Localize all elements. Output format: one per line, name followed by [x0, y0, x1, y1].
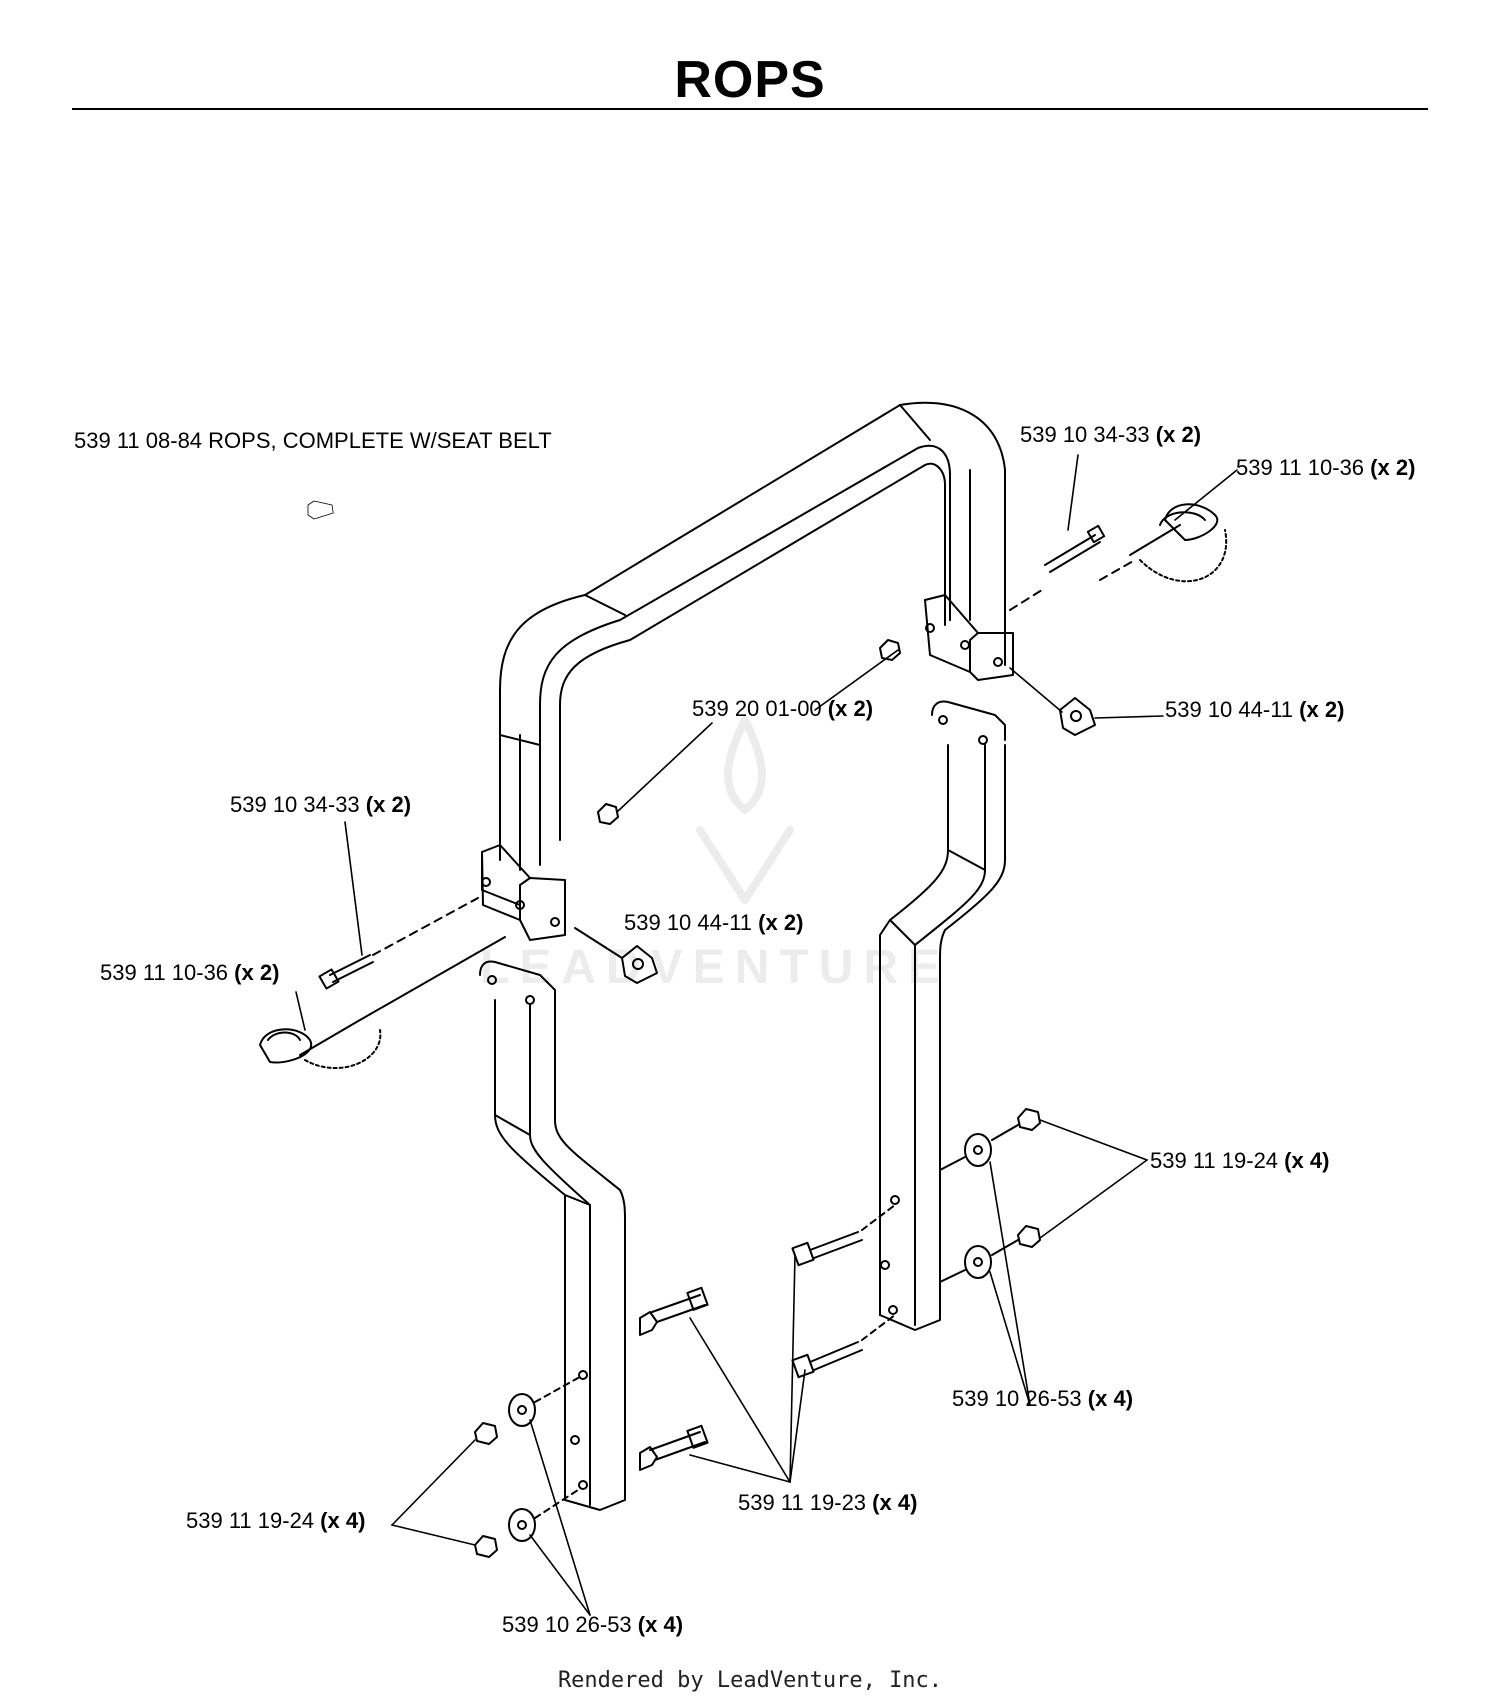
part-qty: (x 4) — [872, 1490, 918, 1515]
part-number: 539 11 19-24 — [186, 1508, 315, 1533]
callout-539-10-26-53-right: 539 10 26-53 (x 4) — [952, 1386, 1133, 1412]
part-qty: (x 4) — [1284, 1148, 1330, 1173]
upper-left-lynch-pin — [259, 936, 506, 1070]
lower-right-nut-top — [991, 1108, 1041, 1141]
part-number: 539 20 01-00 — [692, 696, 822, 721]
lower-left-washer-bottom — [508, 1489, 579, 1542]
part-qty: (x 2) — [234, 960, 280, 985]
callout-539-11-19-23: 539 11 19-23 (x 4) — [738, 1490, 917, 1516]
lower-left-washer-top — [508, 1377, 579, 1427]
rops-left-lower-leg — [479, 960, 626, 1511]
callout-539-11-10-36-left: 539 11 10-36 (x 2) — [100, 960, 279, 986]
part-qty: (x 2) — [1370, 455, 1416, 480]
callout-539-20-01-00: 539 20 01-00 (x 2) — [692, 696, 873, 722]
callout-539-11-19-24-right: 539 11 19-24 (x 4) — [1150, 1148, 1329, 1174]
lower-left-bolt-bottom — [639, 1424, 709, 1471]
part-qty: (x 4) — [320, 1508, 366, 1533]
callout-539-10-44-11-right: 539 10 44-11 (x 2) — [1165, 697, 1344, 723]
title-rule — [72, 108, 1428, 110]
rops-right-lower-leg — [879, 700, 1006, 1331]
callout-539-11-10-36-top: 539 11 10-36 (x 2) — [1236, 455, 1415, 481]
upper-right-bracket — [924, 594, 1014, 681]
part-qty: (x 2) — [758, 910, 804, 935]
watermark-text: LEADVENTURE — [480, 941, 951, 994]
assembly-label: 539 11 08-84 ROPS, COMPLETE W/SEAT BELT — [74, 428, 552, 453]
part-number: 539 10 26-53 — [502, 1612, 632, 1637]
upper-right-knob — [1059, 697, 1096, 736]
part-qty: (x 2) — [1299, 697, 1345, 722]
upper-left-clevis-pin — [318, 897, 479, 990]
upper-right-clevis-pin — [1009, 524, 1106, 611]
callout-539-10-34-33-left: 539 10 34-33 (x 2) — [230, 792, 411, 818]
part-number: 539 10 34-33 — [230, 792, 360, 817]
lower-right-washer-bottom — [939, 1245, 992, 1283]
footer-credit: Rendered by LeadVenture, Inc. — [557, 1668, 943, 1693]
part-number: 539 11 19-24 — [1150, 1148, 1279, 1173]
part-number: 539 10 26-53 — [952, 1386, 1082, 1411]
part-qty: (x 2) — [1155, 422, 1202, 447]
upper-left-bracket — [481, 844, 566, 941]
part-number: 539 10 44-11 — [1165, 697, 1294, 722]
lower-right-washer-top — [939, 1133, 992, 1171]
upper-left-nut — [597, 803, 619, 825]
callout-539-10-44-11-left: 539 10 44-11 (x 2) — [624, 910, 803, 936]
upper-right-lynch-pin — [1099, 503, 1228, 583]
lower-left-bolt-top — [307, 500, 709, 1336]
lower-right-bolt-bottom — [791, 1314, 896, 1379]
lower-left-nut-bottom — [474, 1535, 498, 1558]
callout-539-11-19-24-left: 539 11 19-24 (x 4) — [186, 1508, 365, 1534]
callout-539-10-34-33-top: 539 10 34-33 (x 2) — [1020, 422, 1201, 448]
lower-right-nut-bottom — [991, 1225, 1041, 1256]
part-number: 539 10 34-33 — [1020, 422, 1150, 447]
rops-upper-hoop — [499, 401, 1006, 871]
lower-left-nut-top — [474, 1422, 498, 1445]
part-number: 539 10 44-11 — [624, 910, 753, 935]
part-number: 539 11 19-23 — [738, 1490, 867, 1515]
leader-lines — [295, 454, 1238, 1616]
part-qty: (x 2) — [827, 696, 874, 721]
page-title: ROPS — [674, 51, 826, 109]
part-number: 539 11 10-36 — [1236, 455, 1365, 480]
watermark-logo — [696, 716, 794, 904]
upper-left-knob — [574, 927, 658, 984]
part-qty: (x 4) — [1087, 1386, 1134, 1411]
callout-539-10-26-53-bottom: 539 10 26-53 (x 4) — [502, 1612, 683, 1638]
part-qty: (x 2) — [365, 792, 412, 817]
part-number: 539 11 10-36 — [100, 960, 229, 985]
part-qty: (x 4) — [637, 1612, 684, 1637]
upper-right-nut — [879, 639, 901, 661]
